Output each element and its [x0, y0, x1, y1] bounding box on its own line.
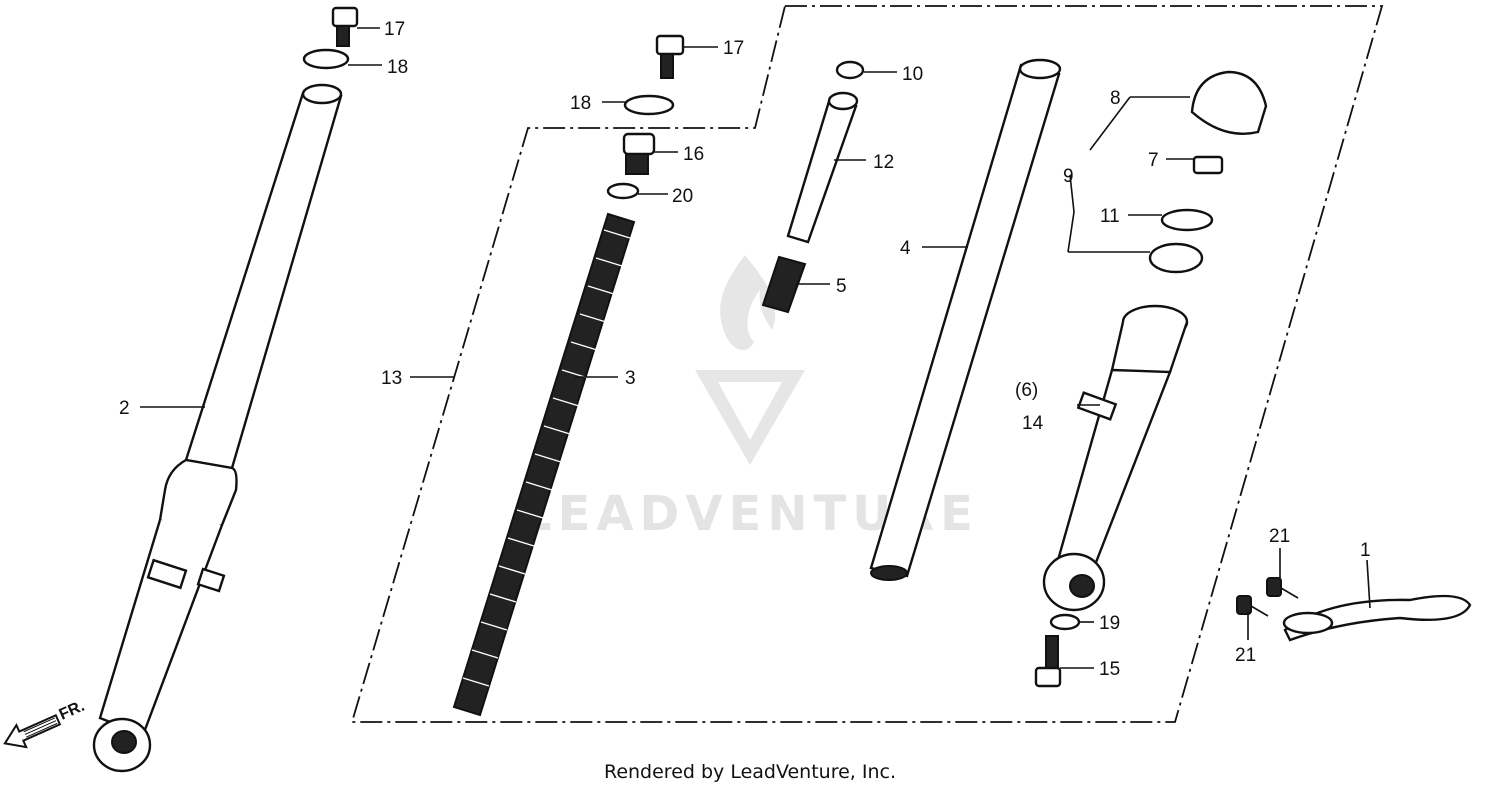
- part-21-bolt-lower: [1236, 595, 1269, 617]
- part-11-circlip: [1160, 208, 1214, 232]
- part-4-inner-fork-tube: [869, 58, 1062, 581]
- callout-7: 7: [1148, 150, 1159, 171]
- assembly-boundary: [350, 5, 1384, 723]
- callout-5: 5: [836, 276, 847, 297]
- callout-19: 19: [1099, 613, 1120, 634]
- part-9-oil-seal: [1148, 242, 1204, 274]
- part-18-washer-left: [302, 48, 350, 70]
- callout-1: 1: [1360, 540, 1371, 561]
- callout-4: 4: [900, 238, 911, 259]
- part-15-bolt: [1034, 635, 1062, 688]
- part-20-o-ring: [606, 182, 640, 200]
- part-10-piston-ring: [835, 60, 865, 80]
- callout-labels: 17 18 2 17 18 16 20 13 3 10 12 5 4 8 9 7…: [119, 19, 1371, 680]
- callout-11: 11: [1100, 206, 1120, 227]
- part-18-washer-middle: [623, 94, 675, 116]
- callout-15: 15: [1099, 659, 1120, 680]
- callout-17-left: 17: [384, 19, 405, 40]
- callout-21-upper: 21: [1269, 526, 1290, 547]
- callout-10: 10: [902, 64, 923, 85]
- callout-16: 16: [683, 144, 704, 165]
- render-credit: Rendered by LeadVenture, Inc.: [604, 761, 896, 783]
- callout-9: 9: [1063, 166, 1074, 187]
- callout-14: 14: [1022, 413, 1044, 434]
- part-3-fork-spring: [452, 212, 636, 717]
- callout-12: 12: [873, 152, 894, 173]
- callout-18-middle: 18: [570, 93, 591, 114]
- part-16-bolt: [622, 132, 656, 175]
- callout-17-middle: 17: [723, 38, 744, 59]
- callout-2: 2: [119, 398, 130, 419]
- arrow-left-icon: [3, 713, 62, 749]
- part-21-bolt-upper: [1266, 577, 1299, 599]
- callout-18-left: 18: [387, 57, 408, 78]
- part-2-fork-assembly: [92, 83, 343, 773]
- callout-3: 3: [625, 368, 636, 389]
- part-17-bolt-left: [331, 6, 359, 47]
- leader-lines: [140, 27, 1371, 669]
- part-1-brake-hose-clamp: [1282, 594, 1472, 642]
- callout-6: (6): [1015, 380, 1038, 401]
- callout-8: 8: [1110, 88, 1121, 109]
- part-5-rebound-spring: [761, 255, 807, 314]
- callout-13: 13: [381, 368, 402, 389]
- part-19-washer: [1049, 613, 1081, 631]
- front-label: FR.: [57, 698, 87, 724]
- callout-21-lower: 21: [1235, 645, 1256, 666]
- part-8-dust-boot: [1190, 70, 1268, 135]
- callout-20: 20: [672, 186, 693, 207]
- part-7-clip: [1192, 155, 1224, 175]
- part-12-damper-rod: [786, 91, 859, 244]
- front-direction-marker: FR.: [3, 698, 87, 749]
- part-17-bolt-middle: [655, 34, 685, 79]
- flame-logo-icon: [695, 255, 805, 465]
- part-14-bottom-case: [1042, 304, 1189, 612]
